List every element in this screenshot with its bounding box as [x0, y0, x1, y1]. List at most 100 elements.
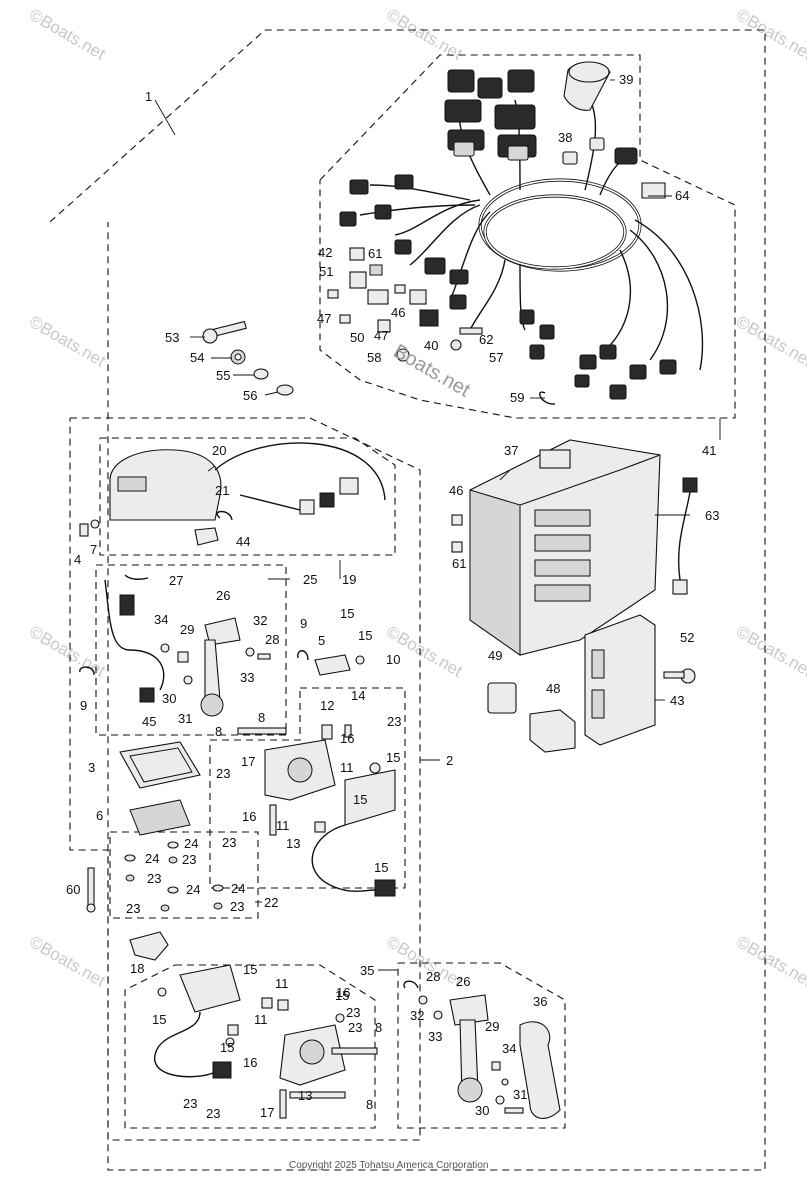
callout-46a: 46 — [449, 483, 463, 498]
watermark-10: ©Boats.net — [383, 932, 466, 991]
relay-49 — [487, 682, 517, 714]
boundary-19 — [99, 437, 396, 556]
callout-23i: 23 — [183, 1096, 197, 1111]
callout-21: 21 — [215, 483, 229, 498]
ecu-module-43 — [584, 614, 656, 746]
boundary-35 — [397, 962, 566, 1129]
callout-31a: 31 — [178, 711, 192, 726]
callout-61a: 61 — [452, 556, 466, 571]
watermark-9: ©Boats.net — [26, 932, 109, 991]
callout-15a: 15 — [340, 606, 354, 621]
callout-16a: 16 — [340, 731, 354, 746]
copyright-text: Copyright 2025 Tohatsu America Corporati… — [289, 1160, 488, 1171]
parts-art — [79, 61, 704, 1119]
callout-4: 4 — [74, 552, 81, 567]
callout-15d: 15 — [353, 792, 367, 807]
watermark-11: ©Boats.net — [733, 932, 807, 991]
callout-23f: 23 — [126, 901, 140, 916]
callout-7: 7 — [90, 542, 97, 557]
callout-12: 12 — [320, 698, 334, 713]
callout-47b: 47 — [374, 328, 388, 343]
watermark-5: ©Boats.net — [733, 312, 807, 371]
boundary-41 — [319, 54, 736, 419]
callout-3: 3 — [88, 760, 95, 775]
callout-30b: 30 — [475, 1103, 489, 1118]
callout-24c: 24 — [186, 882, 200, 897]
callout-24d: 24 — [231, 881, 245, 896]
callout-13a: 13 — [286, 836, 300, 851]
callout-labels: 1 2 3 4 5 6 7 8 8 8 8 9 9 10 11 11 11 11… — [66, 72, 719, 1121]
wire-harness — [359, 99, 704, 371]
callout-11b: 11 — [276, 818, 290, 833]
callout-63: 63 — [705, 508, 719, 523]
callout-29a: 29 — [180, 622, 194, 637]
bolt-53-set — [202, 320, 294, 396]
callout-38: 38 — [558, 130, 572, 145]
callout-40: 40 — [424, 338, 438, 353]
callout-26a: 26 — [216, 588, 230, 603]
harness-connectors — [339, 69, 677, 400]
callout-29b: 29 — [485, 1019, 499, 1034]
callout-51: 51 — [319, 264, 333, 279]
callout-55: 55 — [216, 368, 230, 383]
callout-15b: 15 — [358, 628, 372, 643]
callout-9b: 9 — [300, 616, 307, 631]
callout-23j: 23 — [206, 1106, 220, 1121]
callout-54: 54 — [190, 350, 204, 365]
callout-13b: 13 — [298, 1088, 312, 1103]
callout-61b: 61 — [368, 246, 382, 261]
leader-lines — [154, 79, 721, 971]
washer-set-22 — [124, 841, 224, 912]
callout-33b: 33 — [428, 1029, 442, 1044]
callout-23d: 23 — [182, 852, 196, 867]
callout-26b: 26 — [456, 974, 470, 989]
callout-24b: 24 — [145, 851, 159, 866]
callout-15c: 15 — [386, 750, 400, 765]
callout-23g: 23 — [230, 899, 244, 914]
boundary-10 — [209, 687, 406, 889]
callout-50: 50 — [350, 330, 364, 345]
callout-24a: 24 — [184, 836, 198, 851]
boundary-lower — [124, 964, 376, 1129]
callout-23c: 23 — [222, 835, 236, 850]
callout-18: 18 — [130, 961, 144, 976]
callout-46b: 46 — [391, 305, 405, 320]
callout-41: 41 — [702, 443, 716, 458]
callout-60: 60 — [66, 882, 80, 897]
sensor-27-assembly — [104, 574, 271, 717]
callout-11d: 11 — [254, 1012, 268, 1027]
assembly-boundaries — [49, 29, 766, 1171]
callout-2: 2 — [446, 753, 453, 768]
callout-15g: 15 — [152, 1012, 166, 1027]
sensor-18 — [129, 931, 169, 961]
callout-28b: 28 — [426, 969, 440, 984]
callout-23a: 23 — [387, 714, 401, 729]
boundary-25 — [95, 564, 287, 736]
bracket-5 — [297, 650, 365, 676]
screw-7 — [90, 519, 100, 529]
callout-14: 14 — [351, 688, 365, 703]
plate-6 — [129, 799, 191, 836]
relay-48 — [529, 709, 576, 753]
callout-32b: 32 — [410, 1008, 424, 1023]
callout-5: 5 — [318, 633, 325, 648]
callout-33a: 33 — [240, 670, 254, 685]
callout-9a: 9 — [80, 698, 87, 713]
callout-8b: 8 — [215, 724, 222, 739]
callout-20: 20 — [212, 443, 226, 458]
callout-16b: 16 — [242, 809, 256, 824]
harness-small-parts — [327, 182, 666, 405]
callout-34a: 34 — [154, 612, 168, 627]
callout-25: 25 — [303, 572, 317, 587]
bolt-60 — [86, 867, 96, 913]
callout-42: 42 — [318, 245, 332, 260]
callout-15f: 15 — [243, 962, 257, 977]
callout-57: 57 — [489, 350, 503, 365]
callout-47a: 47 — [317, 311, 331, 326]
watermark-4: ©Boats.net — [26, 312, 109, 371]
junction-box-37 — [469, 439, 661, 656]
callout-58: 58 — [367, 350, 381, 365]
callout-16d: 16 — [243, 1055, 257, 1070]
callout-59: 59 — [510, 390, 524, 405]
